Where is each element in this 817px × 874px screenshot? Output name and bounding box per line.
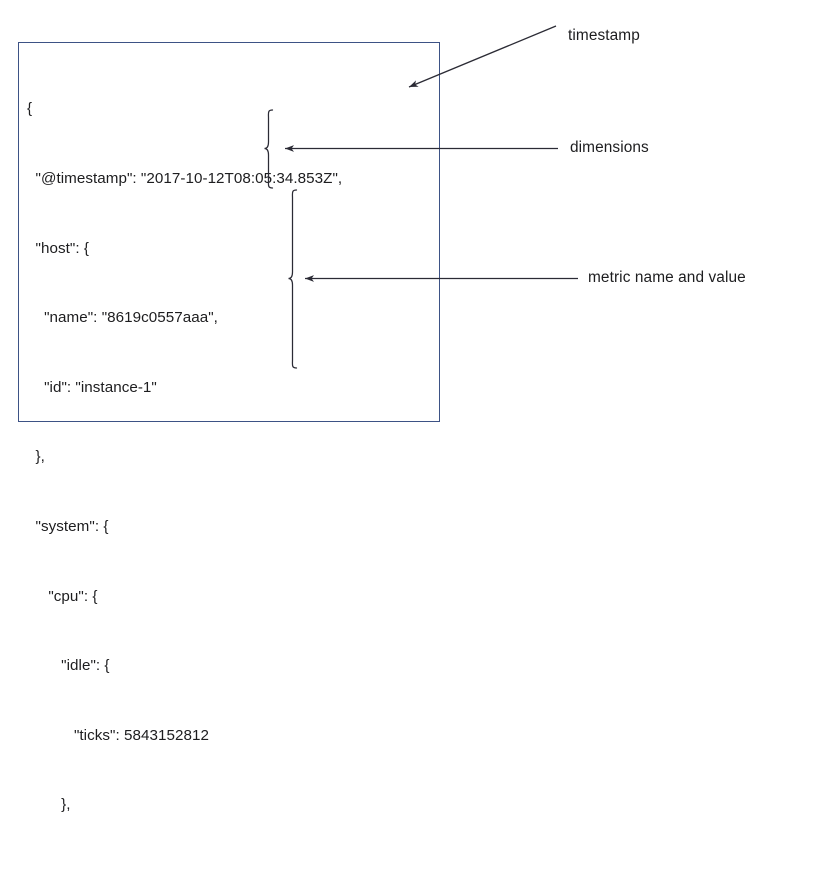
json-line: "@timestamp": "2017-10-12T08:05:34.853Z"… xyxy=(27,170,343,187)
callout-label-metric: metric name and value xyxy=(588,269,746,286)
callout-label-dimensions: dimensions xyxy=(570,139,649,156)
json-line: … xyxy=(27,863,342,874)
json-line: "name": "8619c0557aaa", xyxy=(27,309,218,327)
json-document-box: { "@timestamp": "2017-10-12T08:05:34.853… xyxy=(18,42,440,874)
json-line: "ticks": 5843152812 xyxy=(27,726,209,744)
json-line: { xyxy=(27,100,33,118)
json-line: "system": { xyxy=(27,517,109,535)
json-line: "host": { xyxy=(27,239,89,257)
json-code-block: { "@timestamp": "2017-10-12T08:05:34.853… xyxy=(27,51,342,874)
json-line: "cpu": { xyxy=(27,587,98,605)
json-line: }, xyxy=(27,448,45,466)
json-line: "id": "instance-1" xyxy=(27,378,157,396)
json-line: "idle": { xyxy=(27,657,110,675)
json-line: }, xyxy=(27,796,71,814)
callout-label-timestamp: timestamp xyxy=(568,27,640,44)
